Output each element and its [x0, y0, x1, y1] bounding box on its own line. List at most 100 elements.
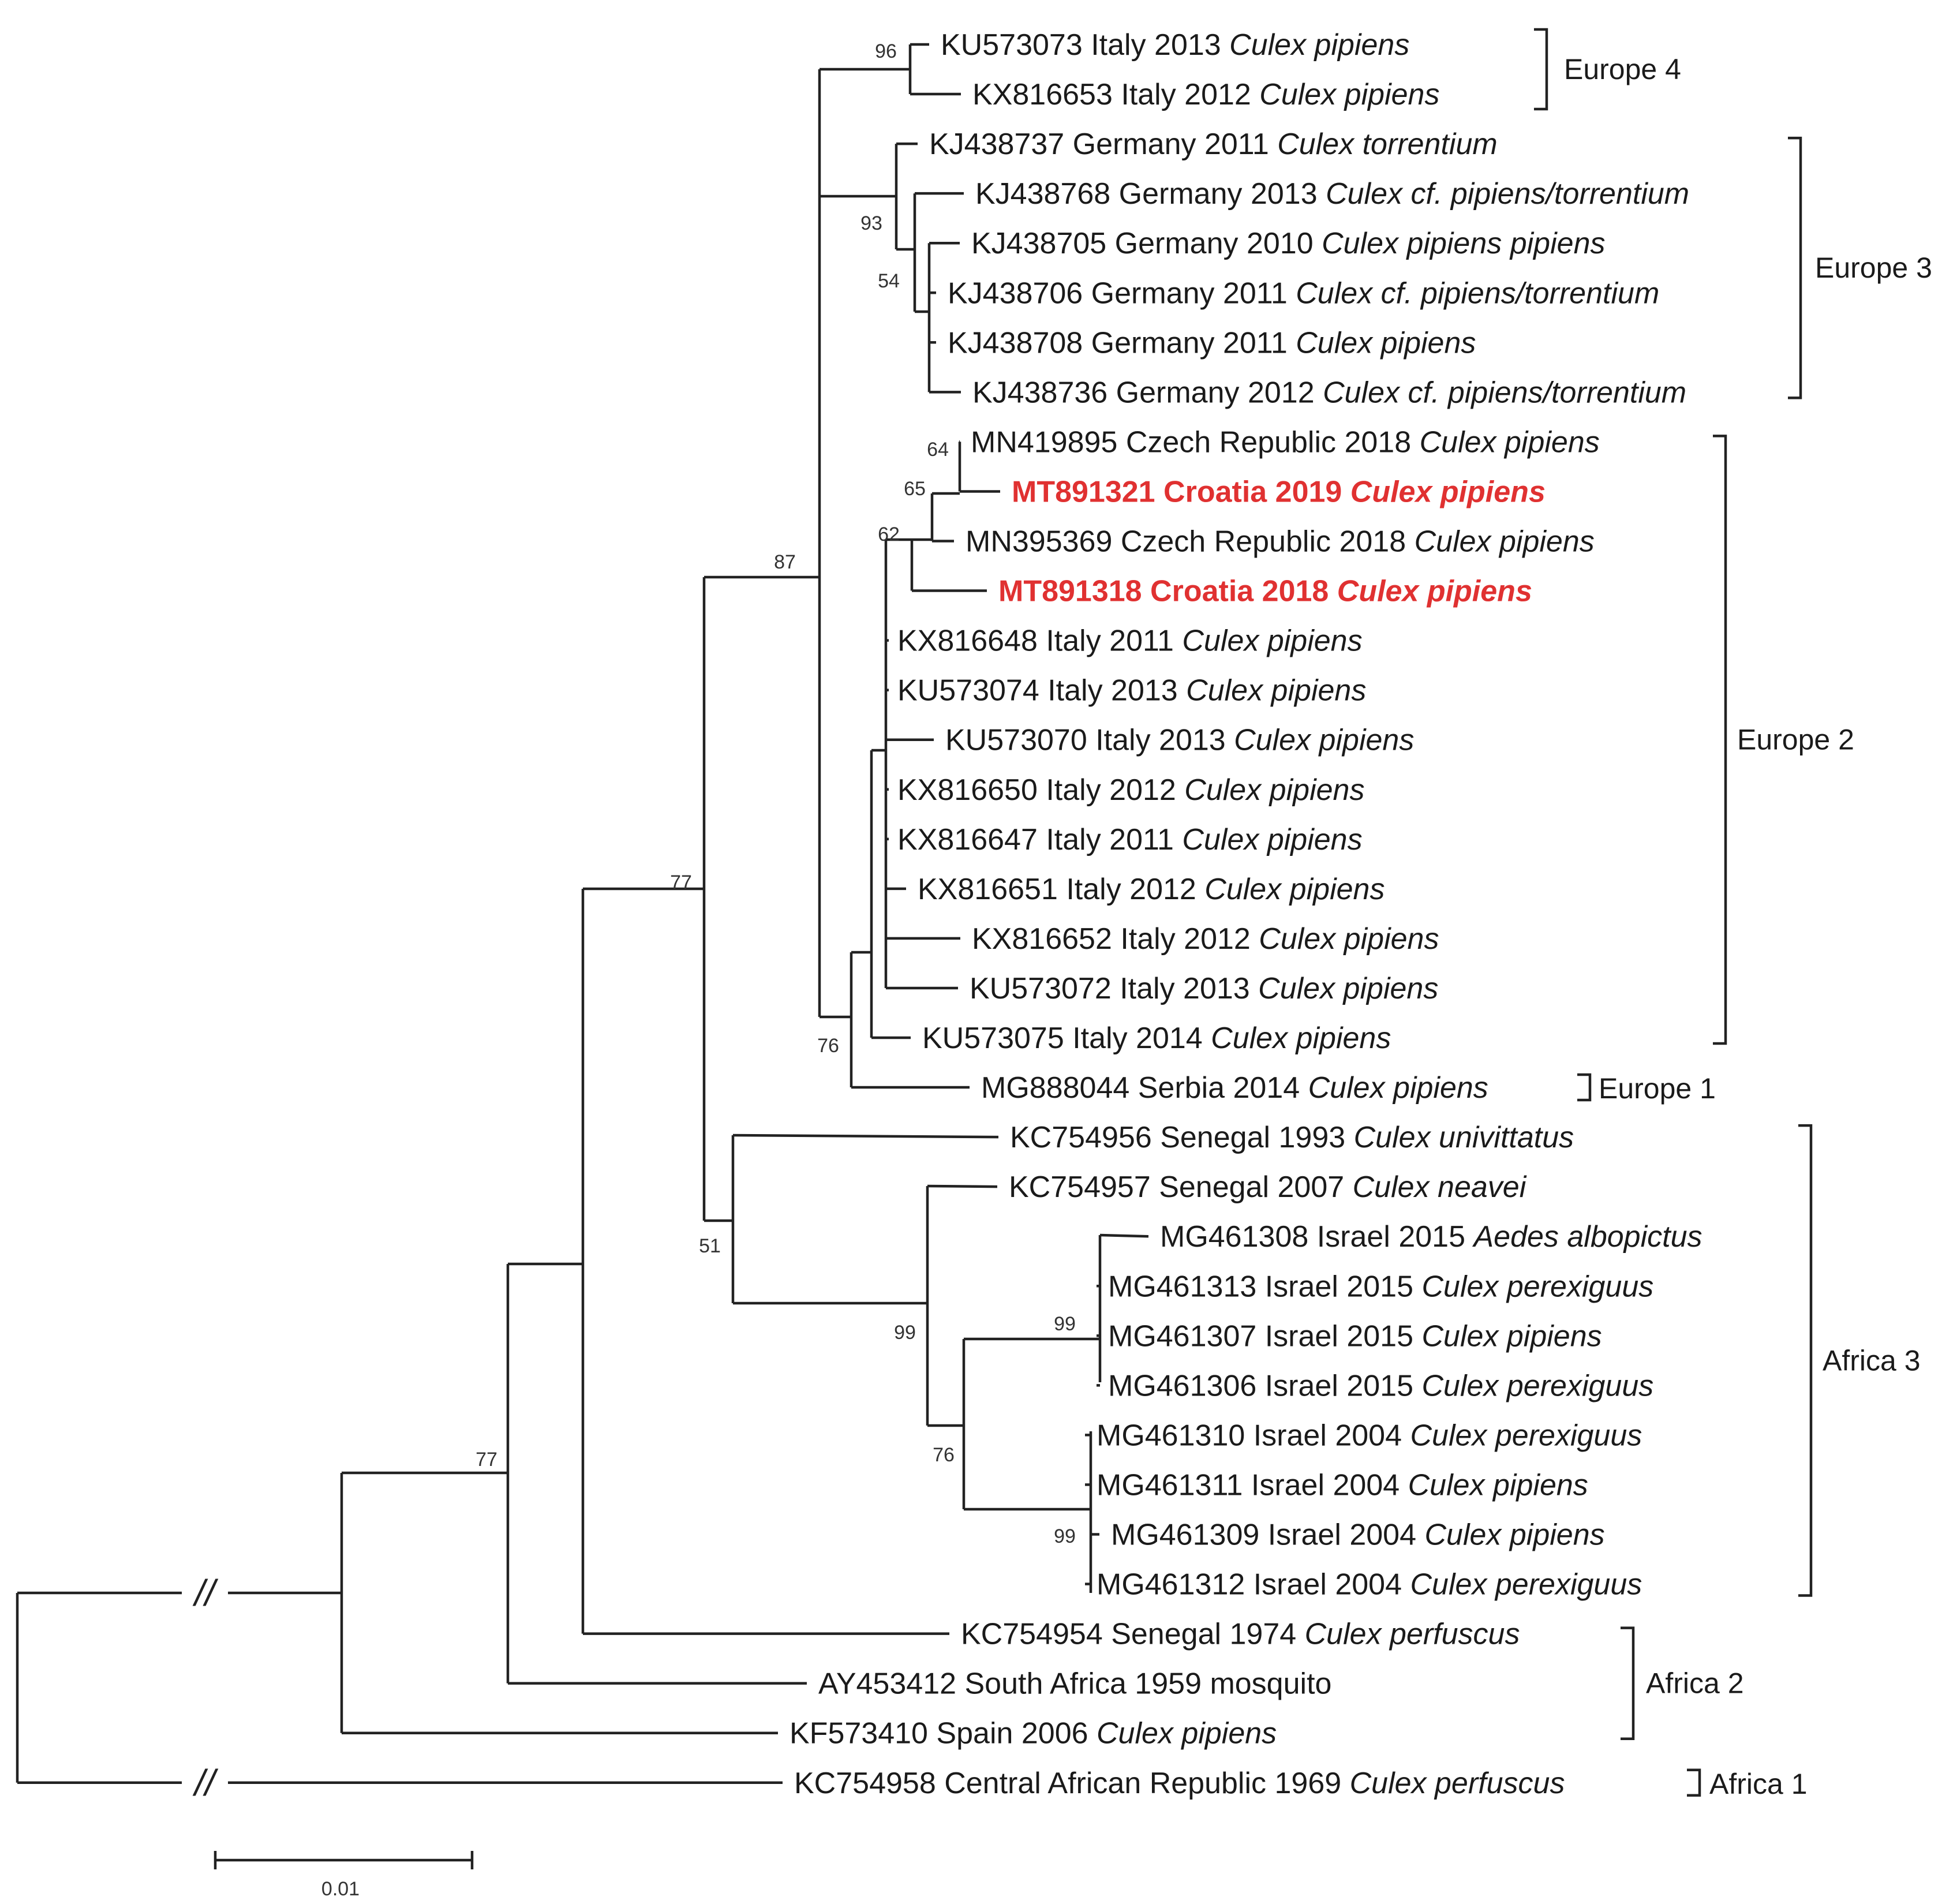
leaf-accession: KX816647 Italy 2011 — [897, 823, 1182, 856]
leaf-label: MT891318 Croatia 2018 Culex pipiens — [998, 575, 1532, 608]
clade-label: Africa 1 — [1709, 1768, 1808, 1800]
leaf-host: Culex cf. pipiens/torrentium — [1326, 177, 1689, 211]
clade-bracket — [1621, 1626, 1635, 1740]
leaf-host: Culex perfuscus — [1305, 1618, 1520, 1651]
leaf-host: Culex pipiens — [1204, 873, 1385, 906]
leaf-label: MG461306 Israel 2015 Culex perexiguus — [1108, 1369, 1653, 1402]
leaf-host: Culex pipiens — [1211, 1022, 1391, 1055]
leaf-label: KU573073 Italy 2013 Culex pipiens — [941, 28, 1409, 62]
leaf-host: Culex cf. pipiens/torrentium — [1323, 376, 1686, 409]
leaf-accession: KC754958 Central African Republic 1969 — [794, 1767, 1350, 1800]
leaf-label: KU573074 Italy 2013 Culex pipiens — [897, 674, 1366, 708]
leaf-label: MG461309 Israel 2004 Culex pipiens — [1111, 1518, 1605, 1552]
leaf-host: Culex neavei — [1353, 1170, 1527, 1204]
leaf-label: KJ438708 Germany 2011 Culex pipiens — [948, 326, 1476, 360]
leaf-accession: KU573073 Italy 2013 — [941, 28, 1229, 62]
bootstrap-value: 51 — [699, 1235, 721, 1257]
leaf-host: mosquito — [1210, 1667, 1331, 1701]
leaf-accession: KX816648 Italy 2011 — [897, 624, 1182, 658]
leaf-labels: KU573073 Italy 2013 Culex pipiensKX81665… — [789, 28, 1702, 1800]
clade-label: Europe 3 — [1815, 252, 1932, 284]
leaf-label: KF573410 Spain 2006 Culex pipiens — [789, 1717, 1277, 1750]
leaf-accession: KU573072 Italy 2013 — [970, 972, 1258, 1005]
clade-label: Europe 2 — [1737, 724, 1854, 756]
leaf-host: Culex perexiguus — [1410, 1419, 1642, 1452]
leaf-host: Culex pipiens — [1097, 1717, 1277, 1750]
branch-43 — [732, 1134, 999, 1139]
clade-bracket — [1713, 435, 1727, 1045]
bootstrap-value: 77 — [476, 1449, 497, 1471]
leaf-label: MG461312 Israel 2004 Culex perexiguus — [1097, 1568, 1642, 1602]
leaf-label: MG461310 Israel 2004 Culex perexiguus — [1097, 1419, 1642, 1452]
leaf-host: Culex pipiens — [1259, 78, 1439, 111]
leaf-label: KX816651 Italy 2012 Culex pipiens — [918, 873, 1385, 906]
leaf-label: KX816653 Italy 2012 Culex pipiens — [972, 78, 1439, 111]
leaf-accession: MG461307 Israel 2015 — [1108, 1319, 1421, 1353]
leaf-accession: KF573410 Spain 2006 — [789, 1717, 1097, 1750]
leaf-host: Culex perfuscus — [1350, 1767, 1565, 1800]
leaf-host: Culex pipiens — [1408, 1468, 1588, 1502]
leaf-accession: MG461308 Israel 2015 — [1160, 1220, 1473, 1254]
leaf-accession: MG461312 Israel 2004 — [1097, 1568, 1410, 1602]
leaf-label: MN419895 Czech Republic 2018 Culex pipie… — [971, 425, 1600, 459]
leaf-accession: MT891321 Croatia 2019 — [1012, 475, 1350, 508]
leaf-host: Culex pipiens — [1229, 28, 1409, 62]
leaf-label: KC754957 Senegal 2007 Culex neavei — [1009, 1170, 1527, 1204]
leaf-host: Culex pipiens — [1420, 425, 1600, 459]
leaf-accession: MT891318 Croatia 2018 — [998, 575, 1337, 608]
clade-label: Africa 2 — [1646, 1667, 1744, 1700]
leaf-host: Culex pipiens — [1259, 922, 1439, 956]
leaf-label: MG461311 Israel 2004 Culex pipiens — [1097, 1468, 1588, 1502]
clade-label: Africa 3 — [1823, 1344, 1921, 1376]
leaf-label: KC754956 Senegal 1993 Culex univittatus — [1010, 1121, 1574, 1154]
leaf-accession: MG461309 Israel 2004 — [1111, 1518, 1424, 1552]
leaf-accession: KC754954 Senegal 1974 — [961, 1618, 1305, 1651]
leaf-label: KX816648 Italy 2011 Culex pipiens — [897, 624, 1363, 658]
branch-break-mark: // — [192, 1572, 219, 1614]
scale-bar-label: 0.01 — [321, 1878, 360, 1900]
leaf-host: Culex pipiens — [1350, 475, 1546, 508]
bootstrap-value: 54 — [878, 270, 900, 292]
leaf-host: Culex pipiens — [1308, 1071, 1488, 1105]
clade-bracket — [1534, 28, 1548, 111]
leaf-accession: KJ438708 Germany 2011 — [948, 326, 1296, 360]
leaf-accession: KJ438736 Germany 2012 — [972, 376, 1323, 409]
leaf-accession: KX816650 Italy 2012 — [897, 773, 1184, 807]
leaf-label: KC754958 Central African Republic 1969 C… — [794, 1767, 1565, 1800]
leaf-accession: KC754957 Senegal 2007 — [1009, 1170, 1353, 1204]
branch-45 — [927, 1184, 998, 1188]
leaf-accession: KU573074 Italy 2013 — [897, 674, 1186, 708]
branch-break-mark: // — [192, 1762, 219, 1804]
leaf-label: KC754954 Senegal 1974 Culex perfuscus — [961, 1618, 1520, 1651]
leaf-accession: MG461310 Israel 2004 — [1097, 1419, 1410, 1452]
leaf-accession: KX816651 Italy 2012 — [918, 873, 1204, 906]
leaf-accession: KX816653 Italy 2012 — [972, 78, 1259, 111]
leaf-accession: KU573070 Italy 2013 — [945, 724, 1234, 757]
leaf-accession: KJ438768 Germany 2013 — [975, 177, 1326, 211]
leaf-accession: MG461306 Israel 2015 — [1108, 1369, 1421, 1402]
bootstrap-value: 87 — [774, 551, 796, 573]
leaf-host: Culex pipiens — [1258, 972, 1438, 1005]
clade-bracket — [1788, 136, 1802, 399]
leaf-accession: KJ438705 Germany 2010 — [971, 227, 1322, 260]
leaf-label: KJ438737 Germany 2011 Culex torrentium — [929, 128, 1498, 161]
leaf-host: Culex pipiens — [1184, 773, 1364, 807]
bootstrap-value: 96 — [875, 40, 897, 62]
leaf-label: MT891321 Croatia 2019 Culex pipiens — [1012, 475, 1546, 508]
branch-48 — [1099, 1233, 1149, 1238]
leaf-label: MG461308 Israel 2015 Aedes albopictus — [1160, 1220, 1702, 1254]
leaf-label: MN395369 Czech Republic 2018 Culex pipie… — [966, 525, 1595, 559]
clade-bracket — [1798, 1124, 1813, 1597]
leaf-host: Culex pipiens pipiens — [1322, 227, 1605, 260]
clade-label: Europe 1 — [1599, 1072, 1716, 1105]
leaf-host: Culex pipiens — [1415, 525, 1595, 559]
clade-bracket — [1687, 1768, 1701, 1797]
leaf-accession: MG461311 Israel 2004 — [1097, 1468, 1408, 1502]
leaf-label: MG461313 Israel 2015 Culex perexiguus — [1108, 1270, 1653, 1303]
bootstrap-value: 76 — [933, 1444, 955, 1466]
leaf-accession: MG888044 Serbia 2014 — [981, 1071, 1308, 1105]
leaf-label: KU573070 Italy 2013 Culex pipiens — [945, 724, 1414, 757]
leaf-host: Culex torrentium — [1277, 128, 1497, 161]
bootstrap-value: 77 — [670, 871, 692, 893]
